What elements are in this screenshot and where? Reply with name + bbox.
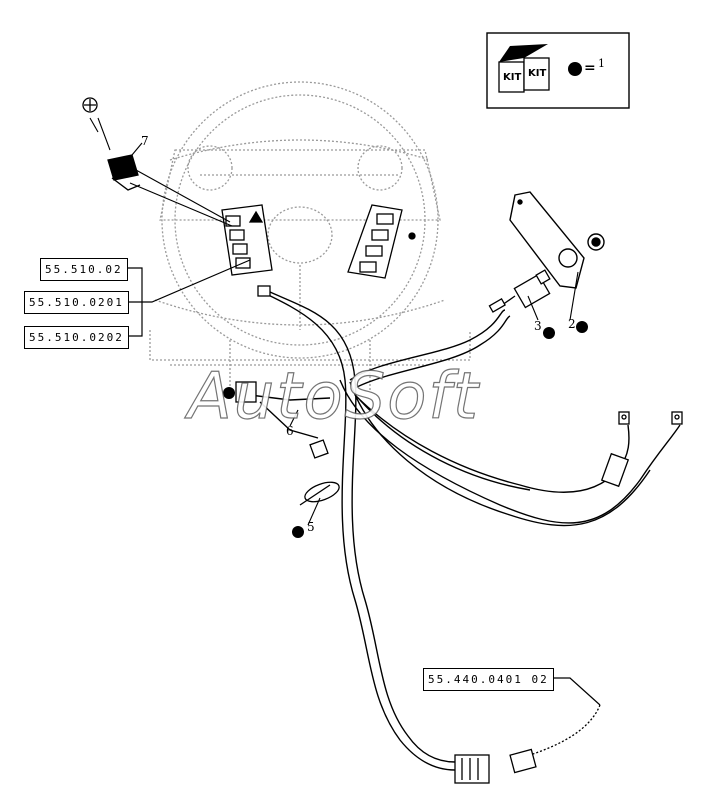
callout-item-7: 7 <box>141 134 149 148</box>
callout-dots <box>223 321 588 538</box>
kit-legend <box>486 32 630 109</box>
callout-item-3: 3 <box>534 319 542 333</box>
reference-box-55-510-0202[interactable]: 55.510.0202 <box>24 326 129 349</box>
callout-leaders <box>289 271 579 526</box>
rocker-switch <box>82 97 141 191</box>
wiring-harness <box>249 291 681 771</box>
callout-item-6: 6 <box>286 424 294 438</box>
reference-box-55-510-0201[interactable]: 55.510.0201 <box>24 291 129 314</box>
watermark-text: AutoSoft <box>187 359 480 434</box>
left-switch-console <box>221 204 273 276</box>
ignition-switch <box>488 269 551 313</box>
kit-label-right: KIT <box>528 68 547 79</box>
kit-label-left: KIT <box>503 72 522 83</box>
reference-box-55-510-02[interactable]: 55.510.02 <box>40 258 128 281</box>
leader-lines-7 <box>89 117 233 227</box>
callout-item-2: 2 <box>568 317 576 331</box>
kit-number: 1 <box>598 57 605 70</box>
harness-connectors <box>235 285 490 784</box>
steering-wheel-outline <box>149 81 471 390</box>
reference-box-55-440-0401-02[interactable]: 55.440.0401 02 <box>423 668 554 691</box>
cable-tie <box>299 481 340 506</box>
right-switch-console <box>347 204 416 279</box>
ref-leaders <box>128 259 601 706</box>
sensor-lead <box>509 704 601 774</box>
mounting-plate <box>509 191 605 289</box>
ring-terminals <box>600 411 683 488</box>
callout-item-5: 5 <box>307 520 315 534</box>
kit-equals-sign: = <box>584 60 596 76</box>
